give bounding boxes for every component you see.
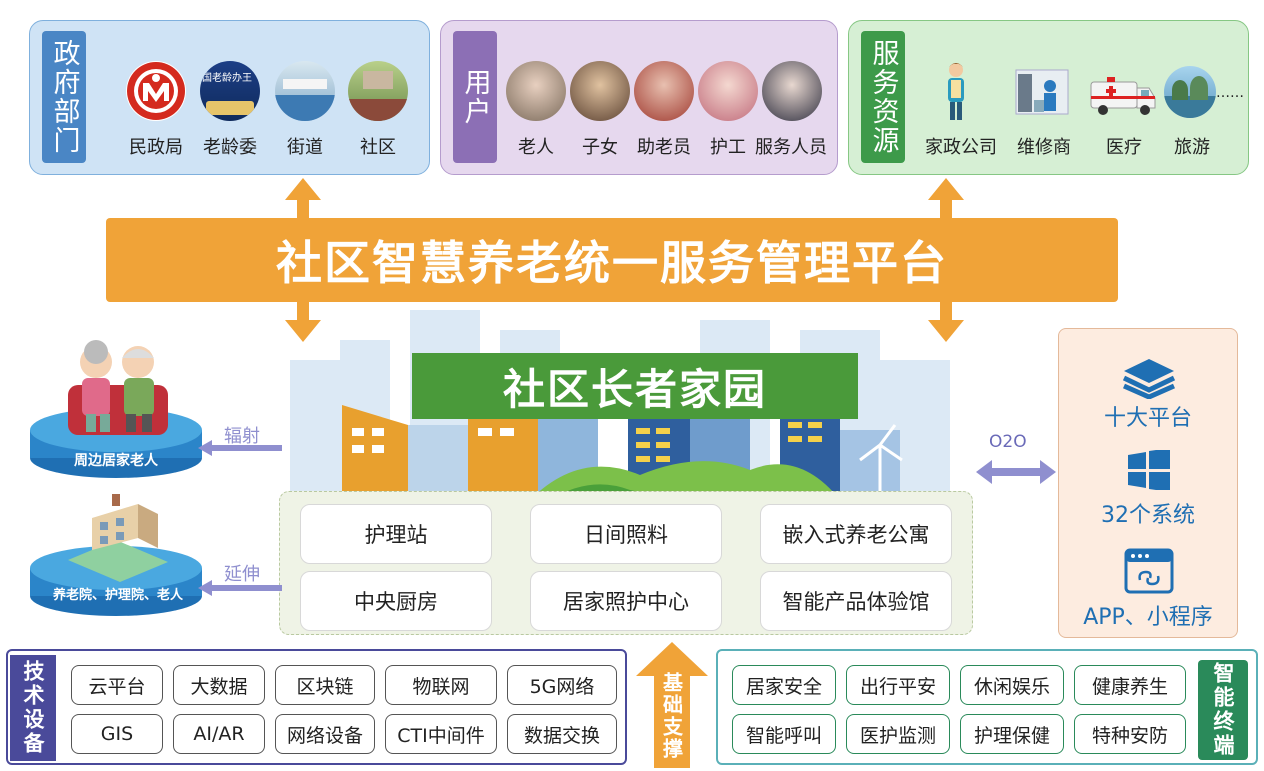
tech-item-5g: 5G网络 bbox=[507, 665, 617, 705]
arrow-left-top-icon bbox=[198, 440, 282, 456]
right-item-label: 十大平台 bbox=[1103, 406, 1192, 431]
users-item-label: 服务人员 bbox=[755, 137, 827, 158]
facility-nursing-station: 护理站 bbox=[300, 504, 492, 564]
tech-item-iot: 物联网 bbox=[385, 665, 497, 705]
government-title: 政府部门 bbox=[42, 31, 86, 163]
resources-item-label: 维修商 bbox=[1017, 137, 1071, 158]
layers-icon bbox=[1122, 359, 1176, 399]
tech-item-blockchain: 区块链 bbox=[275, 665, 375, 705]
elderly-couple-illustration bbox=[30, 340, 202, 478]
facility-home-care-center: 居家照护中心 bbox=[530, 571, 722, 631]
aging-committee-logo-text: 国老龄办王 bbox=[202, 73, 252, 84]
tech-item-bigdata: 大数据 bbox=[173, 665, 265, 705]
tech-item-aiar: AI/AR bbox=[173, 714, 265, 754]
government-item-label: 社区 bbox=[360, 137, 396, 158]
nursing-home-illustration bbox=[30, 494, 202, 616]
tech-item-gis: GIS bbox=[71, 714, 163, 754]
o2o-label: O2O bbox=[989, 432, 1027, 452]
facility-embedded-apartment: 嵌入式养老公寓 bbox=[760, 504, 952, 564]
tech-item-cloud: 云平台 bbox=[71, 665, 163, 705]
users-title: 用户 bbox=[453, 31, 497, 163]
repair-icon bbox=[1012, 66, 1072, 118]
left-top-label: 周边居家老人 bbox=[74, 453, 158, 469]
resources-title: 服务资源 bbox=[861, 31, 905, 163]
users-item-label: 子女 bbox=[582, 137, 618, 158]
facility-central-kitchen: 中央厨房 bbox=[300, 571, 492, 631]
tech-title: 技术设备 bbox=[10, 655, 56, 761]
users-item-label: 助老员 bbox=[637, 137, 691, 158]
resources-item-label: 医疗 bbox=[1106, 137, 1142, 158]
right-item-label: APP、小程序 bbox=[1083, 605, 1213, 630]
terminal-item-medical-monitor: 医护监测 bbox=[846, 714, 950, 754]
elderly-photo-icon bbox=[506, 61, 566, 121]
left-bottom-label: 养老院、护理院、老人 bbox=[52, 588, 183, 603]
terminal-item-health: 健康养生 bbox=[1074, 665, 1186, 705]
caregiver-photo-icon bbox=[698, 61, 758, 121]
left-top-arrow-label: 辐射 bbox=[224, 426, 260, 447]
resources-panel: 服务资源 bbox=[848, 20, 1249, 175]
tech-item-network: 网络设备 bbox=[275, 714, 375, 754]
right-item-label: 32个系统 bbox=[1101, 503, 1195, 528]
ambulance-icon bbox=[1089, 76, 1157, 116]
terminal-item-smart-call: 智能呼叫 bbox=[732, 714, 836, 754]
support-arrow-icon bbox=[636, 642, 708, 768]
windows-icon bbox=[1128, 450, 1170, 490]
government-item-label: 老龄委 bbox=[203, 137, 257, 158]
center-title: 社区长者家园 bbox=[502, 364, 767, 414]
housekeeping-icon bbox=[941, 61, 971, 123]
users-item-label: 老人 bbox=[518, 137, 554, 158]
civil-affairs-logo-icon bbox=[126, 61, 186, 121]
arrow-left-bottom-icon bbox=[198, 580, 282, 596]
users-panel: 用户 老人 子女 助老员 护工 服务人员 bbox=[440, 20, 838, 175]
tech-item-cti: CTI中间件 bbox=[385, 714, 497, 754]
government-panel: 政府部门 国老龄办王 民政局 老龄委 街道 社区 bbox=[29, 20, 430, 175]
o2o-double-arrow-icon bbox=[976, 460, 1056, 484]
government-item-label: 街道 bbox=[287, 137, 323, 158]
terminal-item-travel-safety: 出行平安 bbox=[846, 665, 950, 705]
platform-banner: 社区智慧养老统一服务管理平台 bbox=[106, 218, 1118, 302]
support-label: 基础支撑 bbox=[659, 672, 684, 760]
service-staff-photo-icon bbox=[762, 61, 822, 121]
government-item-label: 民政局 bbox=[129, 137, 183, 158]
users-item-label: 护工 bbox=[710, 137, 746, 158]
facility-day-care: 日间照料 bbox=[530, 504, 722, 564]
platform-banner-text: 社区智慧养老统一服务管理平台 bbox=[276, 236, 948, 290]
tourism-photo-icon bbox=[1164, 66, 1216, 118]
community-photo-icon bbox=[348, 61, 408, 121]
helper-photo-icon bbox=[634, 61, 694, 121]
terminal-item-care: 护理保健 bbox=[960, 714, 1064, 754]
resources-ellipsis: …… bbox=[1216, 85, 1244, 101]
tech-item-exchange: 数据交换 bbox=[507, 714, 617, 754]
resources-item-label: 家政公司 bbox=[925, 137, 997, 158]
children-photo-icon bbox=[570, 61, 630, 121]
aging-committee-photo-icon: 国老龄办王 bbox=[200, 61, 260, 121]
terminal-item-home-safety: 居家安全 bbox=[732, 665, 836, 705]
terminal-item-security: 特种安防 bbox=[1074, 714, 1186, 754]
center-title-box: 社区长者家园 bbox=[412, 353, 858, 419]
facility-smart-product-hall: 智能产品体验馆 bbox=[760, 571, 952, 631]
resources-item-label: 旅游 bbox=[1174, 137, 1210, 158]
left-bottom-arrow-label: 延伸 bbox=[224, 564, 260, 585]
app-window-icon bbox=[1124, 548, 1174, 594]
terminal-title: 智能终端 bbox=[1198, 660, 1248, 760]
street-office-photo-icon bbox=[275, 61, 335, 121]
terminal-item-leisure: 休闲娱乐 bbox=[960, 665, 1064, 705]
